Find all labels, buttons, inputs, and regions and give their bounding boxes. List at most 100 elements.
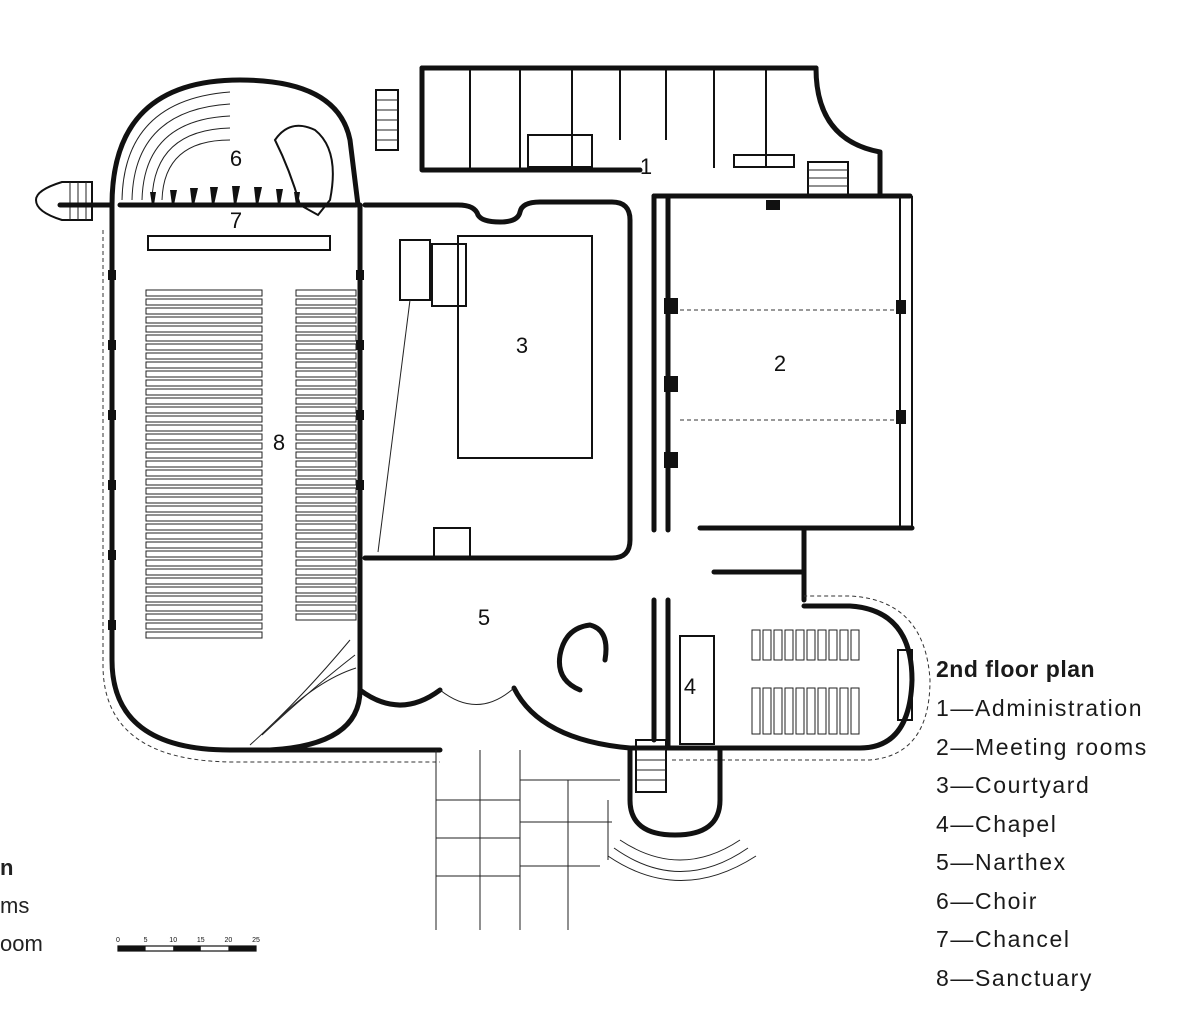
- pew-row: [145, 397, 263, 405]
- room-number-6: 6: [230, 146, 242, 171]
- pew-row: [295, 478, 357, 486]
- site-paving: [435, 750, 620, 930]
- pew-row: [145, 505, 263, 513]
- pew-row: [295, 352, 357, 360]
- cut-off-legend-line-2: oom: [0, 931, 43, 956]
- pew-row: [145, 343, 263, 351]
- pew-row: [145, 361, 263, 369]
- chapel-pew: [795, 629, 805, 661]
- scale-tick-15: 15: [197, 937, 205, 944]
- chapel-pew: [762, 629, 772, 661]
- sanctuary-pews-left: [145, 289, 263, 639]
- pew-row: [145, 577, 263, 585]
- pew-row: [295, 316, 357, 324]
- chapel-pew: [839, 629, 849, 661]
- chapel-pew: [817, 629, 827, 661]
- pew-row: [145, 307, 263, 315]
- pew-row: [145, 622, 263, 630]
- pew-row: [145, 451, 263, 459]
- pew-row: [295, 568, 357, 576]
- pew-row: [145, 586, 263, 594]
- choir-seating: [121, 91, 334, 217]
- pew-row: [295, 307, 357, 315]
- chapel-pew: [828, 629, 838, 661]
- pew-row: [295, 379, 357, 387]
- pew-row: [145, 334, 263, 342]
- pew-row: [295, 541, 357, 549]
- room-number-1: 1: [640, 154, 652, 179]
- pew-row: [145, 496, 263, 504]
- chapel-pew: [850, 687, 860, 735]
- chapel-pew: [839, 687, 849, 735]
- narthex-outline: [357, 597, 671, 751]
- pew-row: [295, 514, 357, 522]
- floor-plan-legend: 2nd floor plan 1—Administration 2—Meetin…: [936, 656, 1148, 997]
- chapel-pew: [806, 629, 816, 661]
- pew-row: [145, 514, 263, 522]
- room-number-3: 3: [516, 333, 528, 358]
- courtyard-outline: [362, 199, 633, 561]
- pew-row: [295, 532, 357, 540]
- sanctuary-curved-stair: [249, 639, 357, 746]
- pew-row: [295, 523, 357, 531]
- pew-row: [145, 532, 263, 540]
- chapel-pew: [795, 687, 805, 735]
- room-number-4: 4: [684, 674, 696, 699]
- pew-row: [145, 604, 263, 612]
- pew-row: [295, 487, 357, 495]
- pew-row: [145, 433, 263, 441]
- scale-tick-5: 5: [144, 937, 148, 944]
- chapel-pew: [784, 629, 794, 661]
- pew-row: [145, 388, 263, 396]
- pew-row: [145, 613, 263, 621]
- meeting-rooms-block: [651, 193, 915, 603]
- scale-tick-0: 0: [116, 937, 120, 944]
- chapel-pew: [751, 629, 761, 661]
- chapel-pew: [828, 687, 838, 735]
- cut-off-legend-title: n: [0, 855, 14, 880]
- room-number-5: 5: [478, 605, 490, 630]
- pew-row: [295, 289, 357, 297]
- pew-row: [295, 577, 357, 585]
- cut-off-legend-line-1: ms: [0, 893, 30, 918]
- room-number-2: 2: [774, 351, 786, 376]
- pew-row: [295, 298, 357, 306]
- pew-row: [145, 595, 263, 603]
- pew-row: [295, 586, 357, 594]
- chapel-pew: [762, 687, 772, 735]
- pew-row: [295, 469, 357, 477]
- scale-tick-25: 25: [252, 937, 260, 944]
- sanctuary-pews-right: [295, 289, 357, 621]
- chapel-pew: [773, 629, 783, 661]
- legend-item-chancel: 7—Chancel: [936, 926, 1071, 952]
- pew-row: [295, 550, 357, 558]
- room-number-7: 7: [230, 208, 242, 233]
- chapel-pew: [751, 687, 761, 735]
- chapel-pew: [817, 687, 827, 735]
- pew-row: [145, 415, 263, 423]
- pew-row: [295, 613, 357, 621]
- pew-row: [145, 370, 263, 378]
- scale-tick-10: 10: [169, 937, 177, 944]
- pew-row: [145, 379, 263, 387]
- administration-wing: [375, 65, 913, 199]
- pew-row: [145, 487, 263, 495]
- pew-row: [295, 370, 357, 378]
- pew-row: [295, 460, 357, 468]
- pew-row: [145, 478, 263, 486]
- pew-row: [295, 388, 357, 396]
- pew-row: [295, 406, 357, 414]
- west-entry-stair: [34, 181, 115, 221]
- pew-row: [295, 604, 357, 612]
- pew-row: [295, 442, 357, 450]
- legend-item-sanctuary: 8—Sanctuary: [936, 964, 1093, 991]
- pew-row: [145, 523, 263, 531]
- pew-row: [145, 541, 263, 549]
- pew-row: [295, 496, 357, 504]
- pew-row: [145, 352, 263, 360]
- pew-row: [145, 559, 263, 567]
- pew-row: [145, 469, 263, 477]
- legend-item-meeting-rooms: 2—Meeting rooms: [936, 733, 1148, 760]
- legend-item-narthex: 5—Narthex: [936, 849, 1067, 875]
